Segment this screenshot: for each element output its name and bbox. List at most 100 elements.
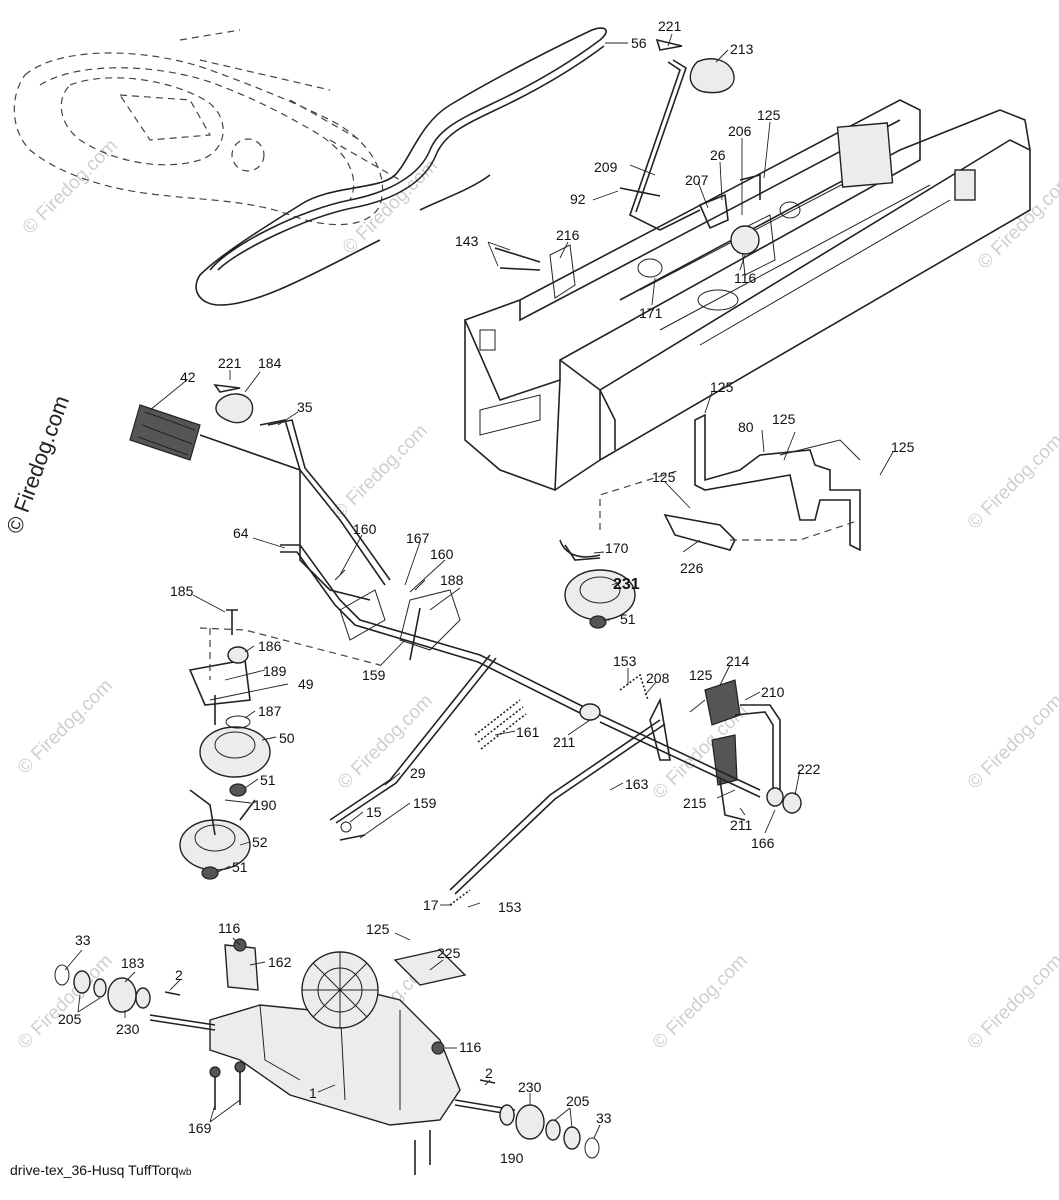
callout-184[interactable]: 184: [258, 355, 282, 371]
callout-205[interactable]: 205: [58, 1011, 82, 1027]
pulleys: [179, 569, 636, 880]
callout-222[interactable]: 222: [797, 761, 821, 777]
callout-51[interactable]: 51: [260, 772, 276, 788]
lift-rod-assembly: [494, 38, 761, 299]
callout-211[interactable]: 211: [730, 817, 753, 833]
diagram-code-suffix: wb: [178, 1167, 192, 1178]
callout-1[interactable]: 1: [309, 1085, 317, 1101]
callout-159[interactable]: 159: [413, 795, 437, 811]
callout-50[interactable]: 50: [279, 730, 295, 746]
callout-189[interactable]: 189: [263, 663, 287, 679]
callout-116[interactable]: 116: [459, 1039, 482, 1055]
callout-80[interactable]: 80: [738, 419, 754, 435]
callout-125[interactable]: 125: [891, 439, 915, 455]
callout-15[interactable]: 15: [366, 804, 382, 820]
callout-33[interactable]: 33: [596, 1110, 612, 1126]
callout-209[interactable]: 209: [594, 159, 618, 175]
callout-215[interactable]: 215: [683, 795, 707, 811]
callout-161[interactable]: 161: [516, 724, 540, 740]
callout-214[interactable]: 214: [726, 653, 750, 669]
callouts: 221 213 56 125 206 26 209 207 92 143 216…: [58, 18, 915, 1166]
callout-125[interactable]: 125: [689, 667, 713, 683]
callout-2[interactable]: 2: [485, 1065, 493, 1081]
watermark-text: © Firedog.com: [964, 430, 1059, 533]
callout-35[interactable]: 35: [297, 399, 313, 415]
callout-56[interactable]: 56: [631, 35, 647, 51]
callout-125[interactable]: 125: [710, 379, 734, 395]
callout-125[interactable]: 125: [757, 107, 781, 123]
callout-171[interactable]: 171: [639, 305, 663, 321]
watermark-text: © Firedog.com: [649, 950, 752, 1053]
callout-210[interactable]: 210: [761, 684, 785, 700]
callout-185[interactable]: 185: [170, 583, 194, 599]
callout-159[interactable]: 159: [362, 667, 386, 683]
callout-225[interactable]: 225: [437, 945, 461, 961]
diagram-code-main: drive-tex_36-Husq TuffTorq: [10, 1162, 179, 1178]
callout-162[interactable]: 162: [268, 954, 292, 970]
callout-205[interactable]: 205: [566, 1093, 590, 1109]
callout-231[interactable]: 231: [613, 576, 640, 593]
callout-221[interactable]: 221: [658, 18, 682, 34]
mounting-bracket: [559, 413, 861, 561]
callout-190[interactable]: 190: [253, 797, 277, 813]
callout-167[interactable]: 167: [406, 530, 430, 546]
watermark-text: © Firedog.com: [964, 950, 1059, 1053]
callout-33[interactable]: 33: [75, 932, 91, 948]
watermarks: © Firedog.com © Firedog.com © Firedog.co…: [1, 135, 1059, 1058]
pedal-shaft-assembly: [129, 383, 591, 718]
callout-26[interactable]: 26: [710, 147, 726, 163]
callout-166[interactable]: 166: [751, 835, 775, 851]
callout-190-partial[interactable]: 190: [500, 1150, 524, 1166]
watermark-text: © Firedog.com: [329, 420, 432, 523]
callout-52[interactable]: 52: [252, 834, 268, 850]
callout-211[interactable]: 211: [553, 734, 576, 750]
watermark-text: © Firedog.com: [974, 170, 1059, 273]
tractor-frame: [463, 99, 1031, 492]
callout-116[interactable]: 116: [218, 920, 241, 936]
callout-230[interactable]: 230: [116, 1021, 140, 1037]
callout-187[interactable]: 187: [258, 703, 282, 719]
callout-17[interactable]: 17: [423, 897, 439, 913]
watermark-text: © Firedog.com: [19, 135, 122, 238]
callout-186[interactable]: 186: [258, 638, 282, 654]
callout-2[interactable]: 2: [175, 967, 183, 983]
callout-160[interactable]: 160: [353, 521, 377, 537]
callout-216[interactable]: 216: [556, 227, 580, 243]
diagram-code: drive-tex_36-Husq TuffTorqwb: [10, 1162, 192, 1178]
watermark-text: © Firedog.com: [14, 675, 117, 778]
callout-208[interactable]: 208: [646, 670, 670, 686]
callout-206[interactable]: 206: [728, 123, 752, 139]
callout-49[interactable]: 49: [298, 676, 314, 692]
callout-169[interactable]: 169: [188, 1120, 212, 1136]
callout-170[interactable]: 170: [605, 540, 629, 556]
drive-belt: [195, 27, 607, 306]
footer: drive-tex_36-Husq TuffTorqwb: [10, 1162, 192, 1178]
callout-125[interactable]: 125: [366, 921, 390, 937]
callout-153[interactable]: 153: [498, 899, 522, 915]
transaxle: [149, 938, 516, 1175]
leader-lines: [64, 33, 894, 1139]
callout-51[interactable]: 51: [620, 611, 636, 627]
callout-163[interactable]: 163: [625, 776, 649, 792]
linkage-rods: [329, 607, 666, 906]
callout-92[interactable]: 92: [570, 191, 586, 207]
mower-deck: [13, 29, 401, 226]
callout-125[interactable]: 125: [772, 411, 796, 427]
callout-213[interactable]: 213: [730, 41, 754, 57]
callout-143[interactable]: 143: [455, 233, 479, 249]
callout-29[interactable]: 29: [410, 765, 426, 781]
callout-42[interactable]: 42: [180, 369, 196, 385]
callout-51[interactable]: 51: [232, 859, 248, 875]
callout-221[interactable]: 221: [218, 355, 242, 371]
callout-125[interactable]: 125: [652, 469, 676, 485]
callout-183[interactable]: 183: [121, 955, 145, 971]
callout-153[interactable]: 153: [613, 653, 637, 669]
callout-64[interactable]: 64: [233, 525, 249, 541]
callout-230[interactable]: 230: [518, 1079, 542, 1095]
callout-226[interactable]: 226: [680, 560, 704, 576]
callout-116[interactable]: 116: [734, 270, 757, 286]
callout-188[interactable]: 188: [440, 572, 464, 588]
pedals: [579, 679, 802, 821]
callout-160[interactable]: 160: [430, 546, 454, 562]
callout-207[interactable]: 207: [685, 172, 709, 188]
